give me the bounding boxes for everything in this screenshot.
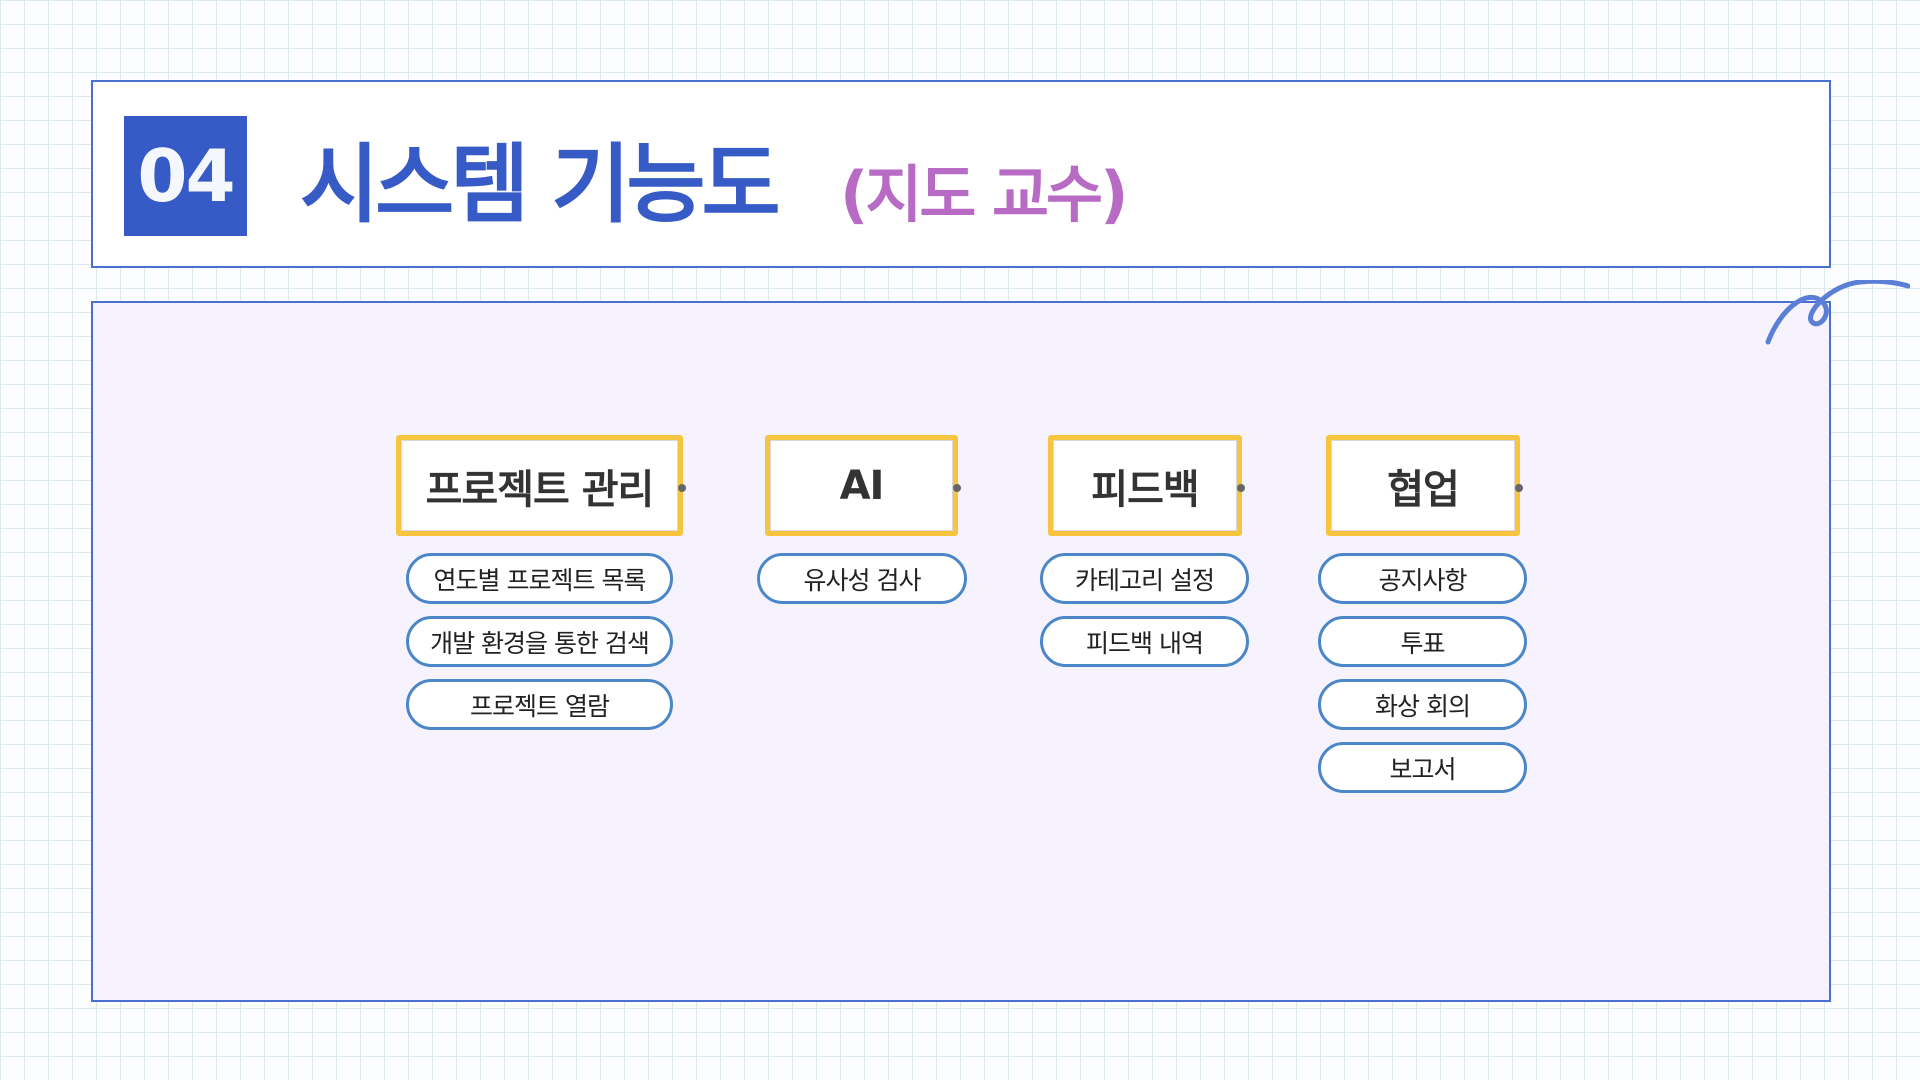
feature-pill: 카테고리 설정 — [1040, 553, 1249, 604]
feature-pill: 개발 환경을 통한 검색 — [406, 616, 673, 667]
column-title-collaboration: 협업 — [1326, 435, 1523, 536]
feature-pill: 연도별 프로젝트 목록 — [406, 553, 673, 604]
page-subtitle: (지도 교수) — [840, 158, 1128, 231]
column-title-feedback: 피드백 — [1048, 435, 1245, 536]
feature-pill: 프로젝트 열람 — [406, 679, 673, 730]
feature-pill: 화상 회의 — [1318, 679, 1527, 730]
feature-pill: 보고서 — [1318, 742, 1527, 793]
feature-pill: 공지사항 — [1318, 553, 1527, 604]
page-title: 시스템 기능도 — [300, 135, 781, 235]
section-number-badge: 04 — [124, 116, 247, 236]
feature-pill: 투표 — [1318, 616, 1527, 667]
swirl-decoration-icon — [1765, 280, 1910, 345]
feature-pill: 피드백 내역 — [1040, 616, 1249, 667]
feature-pill: 유사성 검사 — [757, 553, 967, 604]
column-title-project-management: 프로젝트 관리 — [396, 435, 686, 536]
diagram-panel — [91, 301, 1831, 1002]
header-panel — [91, 80, 1831, 268]
column-title-ai: AI — [765, 435, 961, 536]
